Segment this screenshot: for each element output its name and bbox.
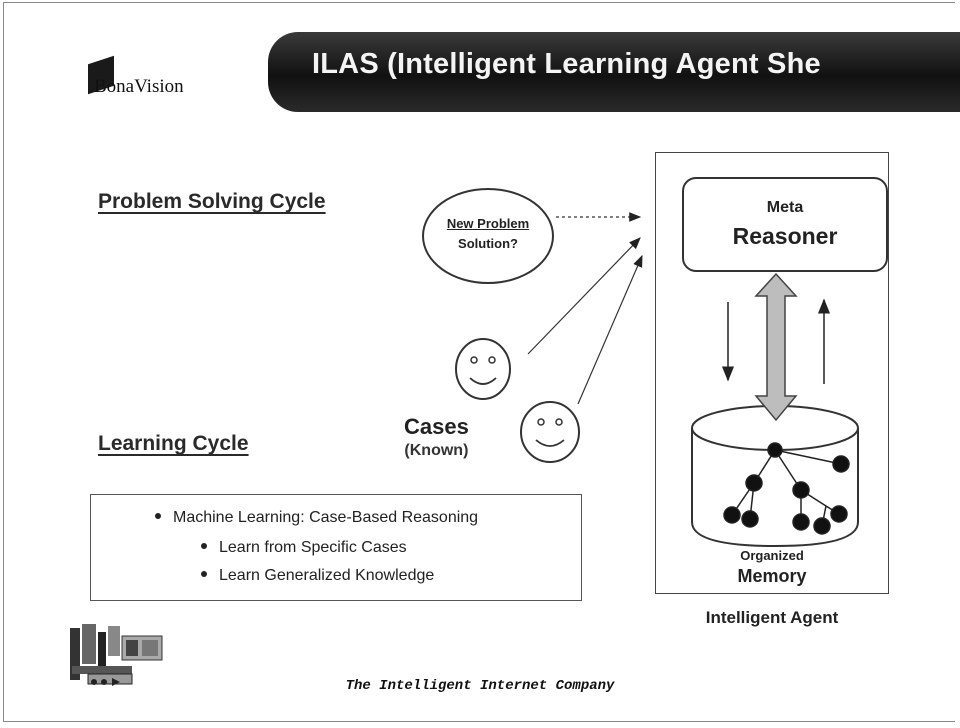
corner-clipart-icon [70, 624, 163, 686]
learning-methods-box: Machine Learning: Case-Based Reasoning L… [90, 494, 582, 601]
organized-label: Organized [740, 548, 804, 563]
bullet-text: Machine Learning: Case-Based Reasoning [173, 509, 479, 526]
slide-title: ILAS (Intelligent Learning Agent She [312, 48, 821, 80]
problem-solving-heading: Problem Solving Cycle [98, 190, 326, 213]
sub-bullet-item: Learn Generalized Knowledge [201, 567, 434, 585]
meta-reasoner-box: Meta Reasoner [682, 177, 888, 272]
reasoner-label: Reasoner [732, 223, 838, 249]
cases-subtitle: (Known) [404, 442, 469, 459]
solution-label: Solution? [458, 236, 518, 251]
cases-label-group: Cases (Known) [404, 414, 469, 460]
bullet-item: Machine Learning: Case-Based Reasoning [155, 509, 478, 527]
intelligent-agent-box [655, 152, 889, 594]
bidirectional-arrow-icon [754, 272, 798, 422]
case2-to-reasoner-arrow [577, 254, 643, 405]
footer-tagline: The Intelligent Internet Company [345, 678, 615, 694]
memory-database-icon [691, 405, 859, 548]
learning-cycle-heading: Learning Cycle [98, 432, 249, 455]
knowledge-tree-icon [723, 442, 850, 535]
intelligent-agent-caption: Intelligent Agent [705, 608, 839, 627]
title-banner: ILAS (Intelligent Learning Agent She [268, 32, 960, 112]
banner-background [268, 32, 960, 112]
cases-title: Cases [404, 414, 469, 439]
new-problem-node: New Problem Solution? [422, 188, 554, 284]
company-logo: BonaVision [82, 55, 202, 110]
logo-text: BonaVision [94, 76, 184, 97]
smiley-face-icon [520, 401, 580, 463]
case1-to-reasoner-arrow [527, 237, 641, 355]
smiley-face-icon [455, 338, 511, 400]
sub-bullet-item: Learn from Specific Cases [201, 539, 407, 557]
slide-frame [3, 2, 955, 722]
bullet-text: Learn Generalized Knowledge [219, 567, 435, 584]
memory-label: Memory [737, 566, 807, 586]
bullet-dot-icon [201, 570, 207, 577]
bullet-dot-icon [201, 542, 207, 549]
bullet-dot-icon [155, 512, 161, 519]
bullet-text: Learn from Specific Cases [219, 539, 407, 556]
new-problem-label: New Problem [446, 216, 530, 231]
meta-label: Meta [766, 199, 804, 216]
